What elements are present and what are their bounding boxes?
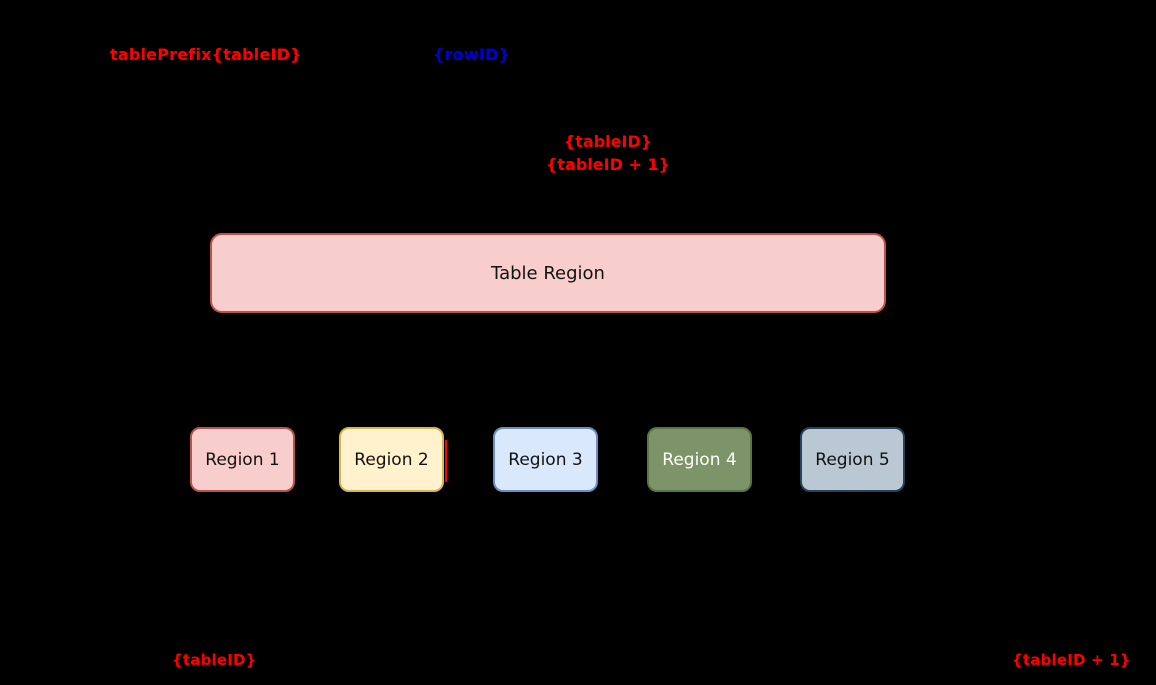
region-label-4: Region 4 xyxy=(662,449,737,470)
table-prefix-annotation: tablePrefix{tableID} xyxy=(110,45,302,64)
region-label-3: Region 3 xyxy=(508,449,583,470)
range-end-annotation: {tableID + 1} xyxy=(1012,651,1131,669)
region-box-4: Region 4 xyxy=(647,427,752,492)
region-split-line xyxy=(445,440,447,482)
table-region-box: Table Region xyxy=(210,233,886,313)
region-box-3: Region 3 xyxy=(493,427,598,492)
region-label-5: Region 5 xyxy=(815,449,890,470)
range-annotation-line1: {tableID} xyxy=(563,132,653,151)
region-label-2: Region 2 xyxy=(354,449,429,470)
region-box-2: Region 2 xyxy=(339,427,444,492)
region-box-1: Region 1 xyxy=(190,427,295,492)
range-annotation-line2: {tableID + 1} xyxy=(546,155,670,174)
row-id-annotation: {rowID} xyxy=(433,45,511,64)
region-label-1: Region 1 xyxy=(205,449,280,470)
region-box-5: Region 5 xyxy=(800,427,905,492)
range-start-annotation: {tableID} xyxy=(172,651,257,669)
table-region-label: Table Region xyxy=(491,262,605,284)
